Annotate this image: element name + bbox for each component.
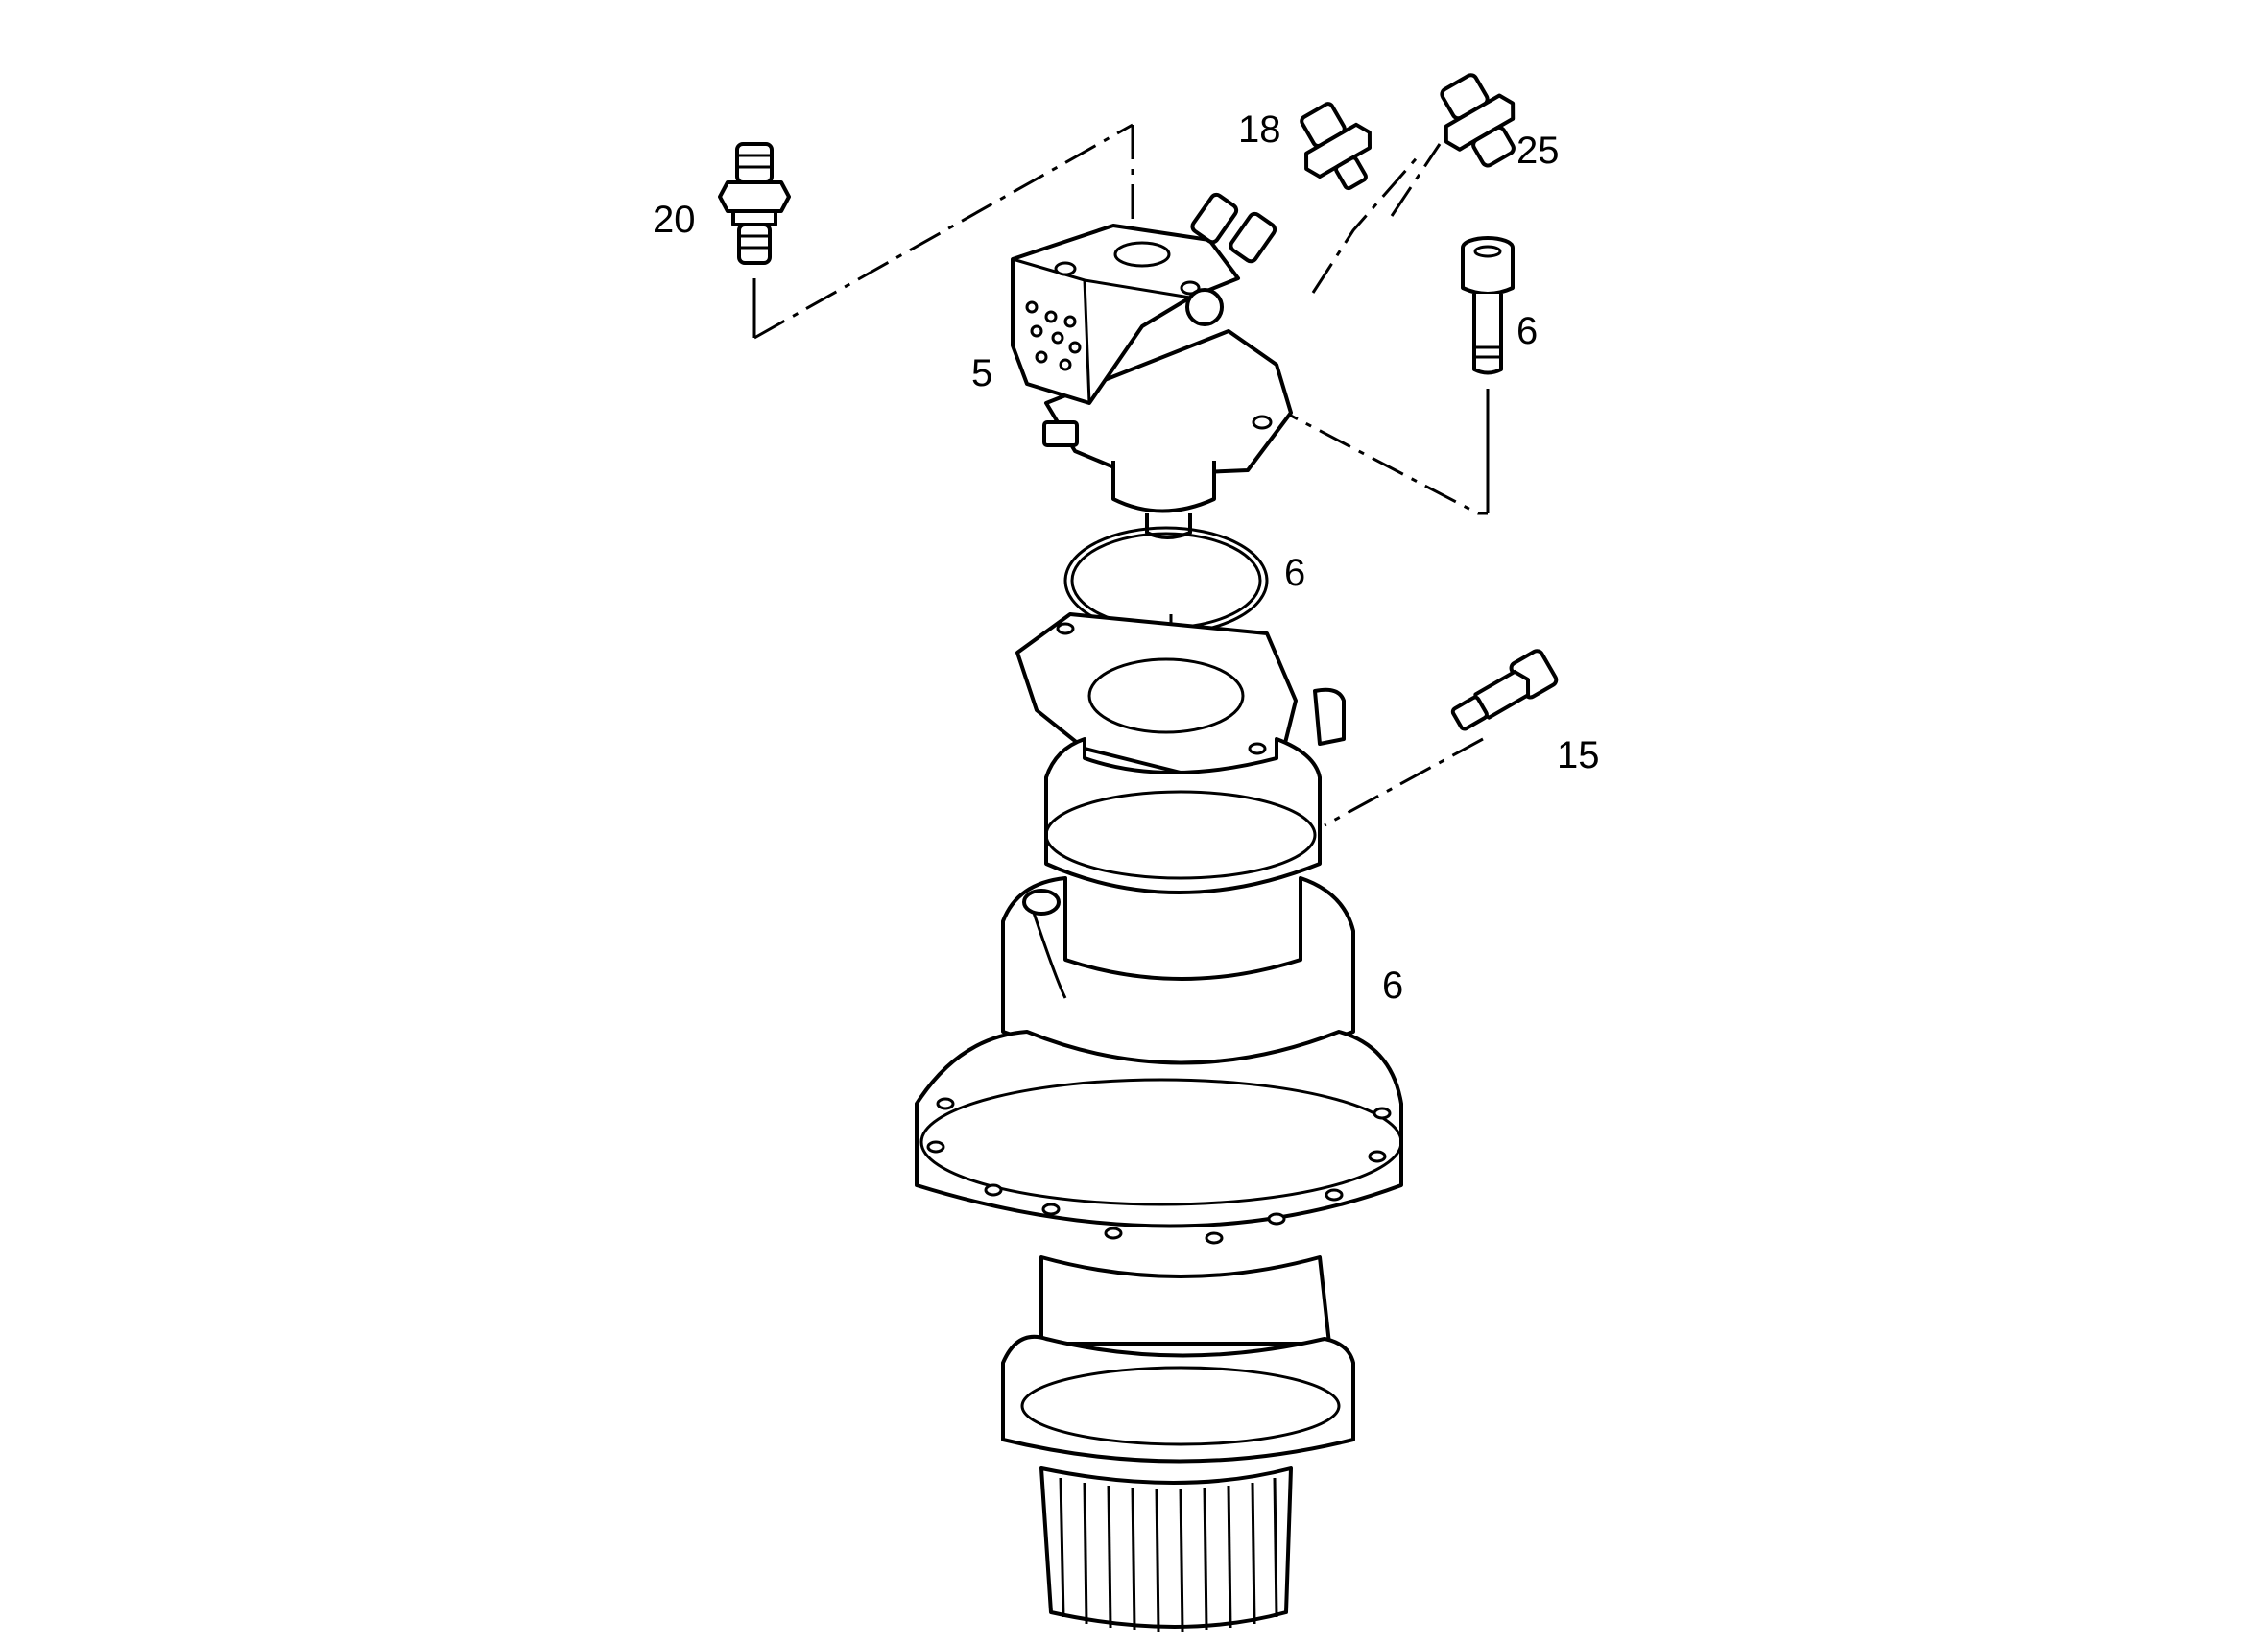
callout-15: 15	[1557, 734, 1600, 776]
callout-5: 5	[971, 352, 992, 394]
callout-6-screw: 6	[1516, 310, 1538, 352]
callout-25: 25	[1516, 130, 1560, 172]
fitting-18	[1300, 102, 1372, 191]
flange-bolt-holes	[926, 1097, 1392, 1245]
fitting-15	[1450, 649, 1559, 731]
valve-block-holes	[1025, 300, 1082, 371]
callout-6-gearbox: 6	[1382, 965, 1403, 1007]
cap-screw-6	[1461, 236, 1515, 375]
pinion-teeth	[1059, 1477, 1278, 1632]
motor-5	[1011, 192, 1293, 539]
callout-20: 20	[653, 199, 696, 241]
callout-18: 18	[1238, 108, 1281, 151]
gearbox-6	[915, 612, 1403, 1632]
fitting-25	[1440, 73, 1516, 168]
callout-labels: 20 18 25 6 5 6 15 6	[653, 108, 1600, 1007]
fitting-20	[718, 142, 791, 265]
callout-6-o-ring: 6	[1284, 552, 1305, 594]
